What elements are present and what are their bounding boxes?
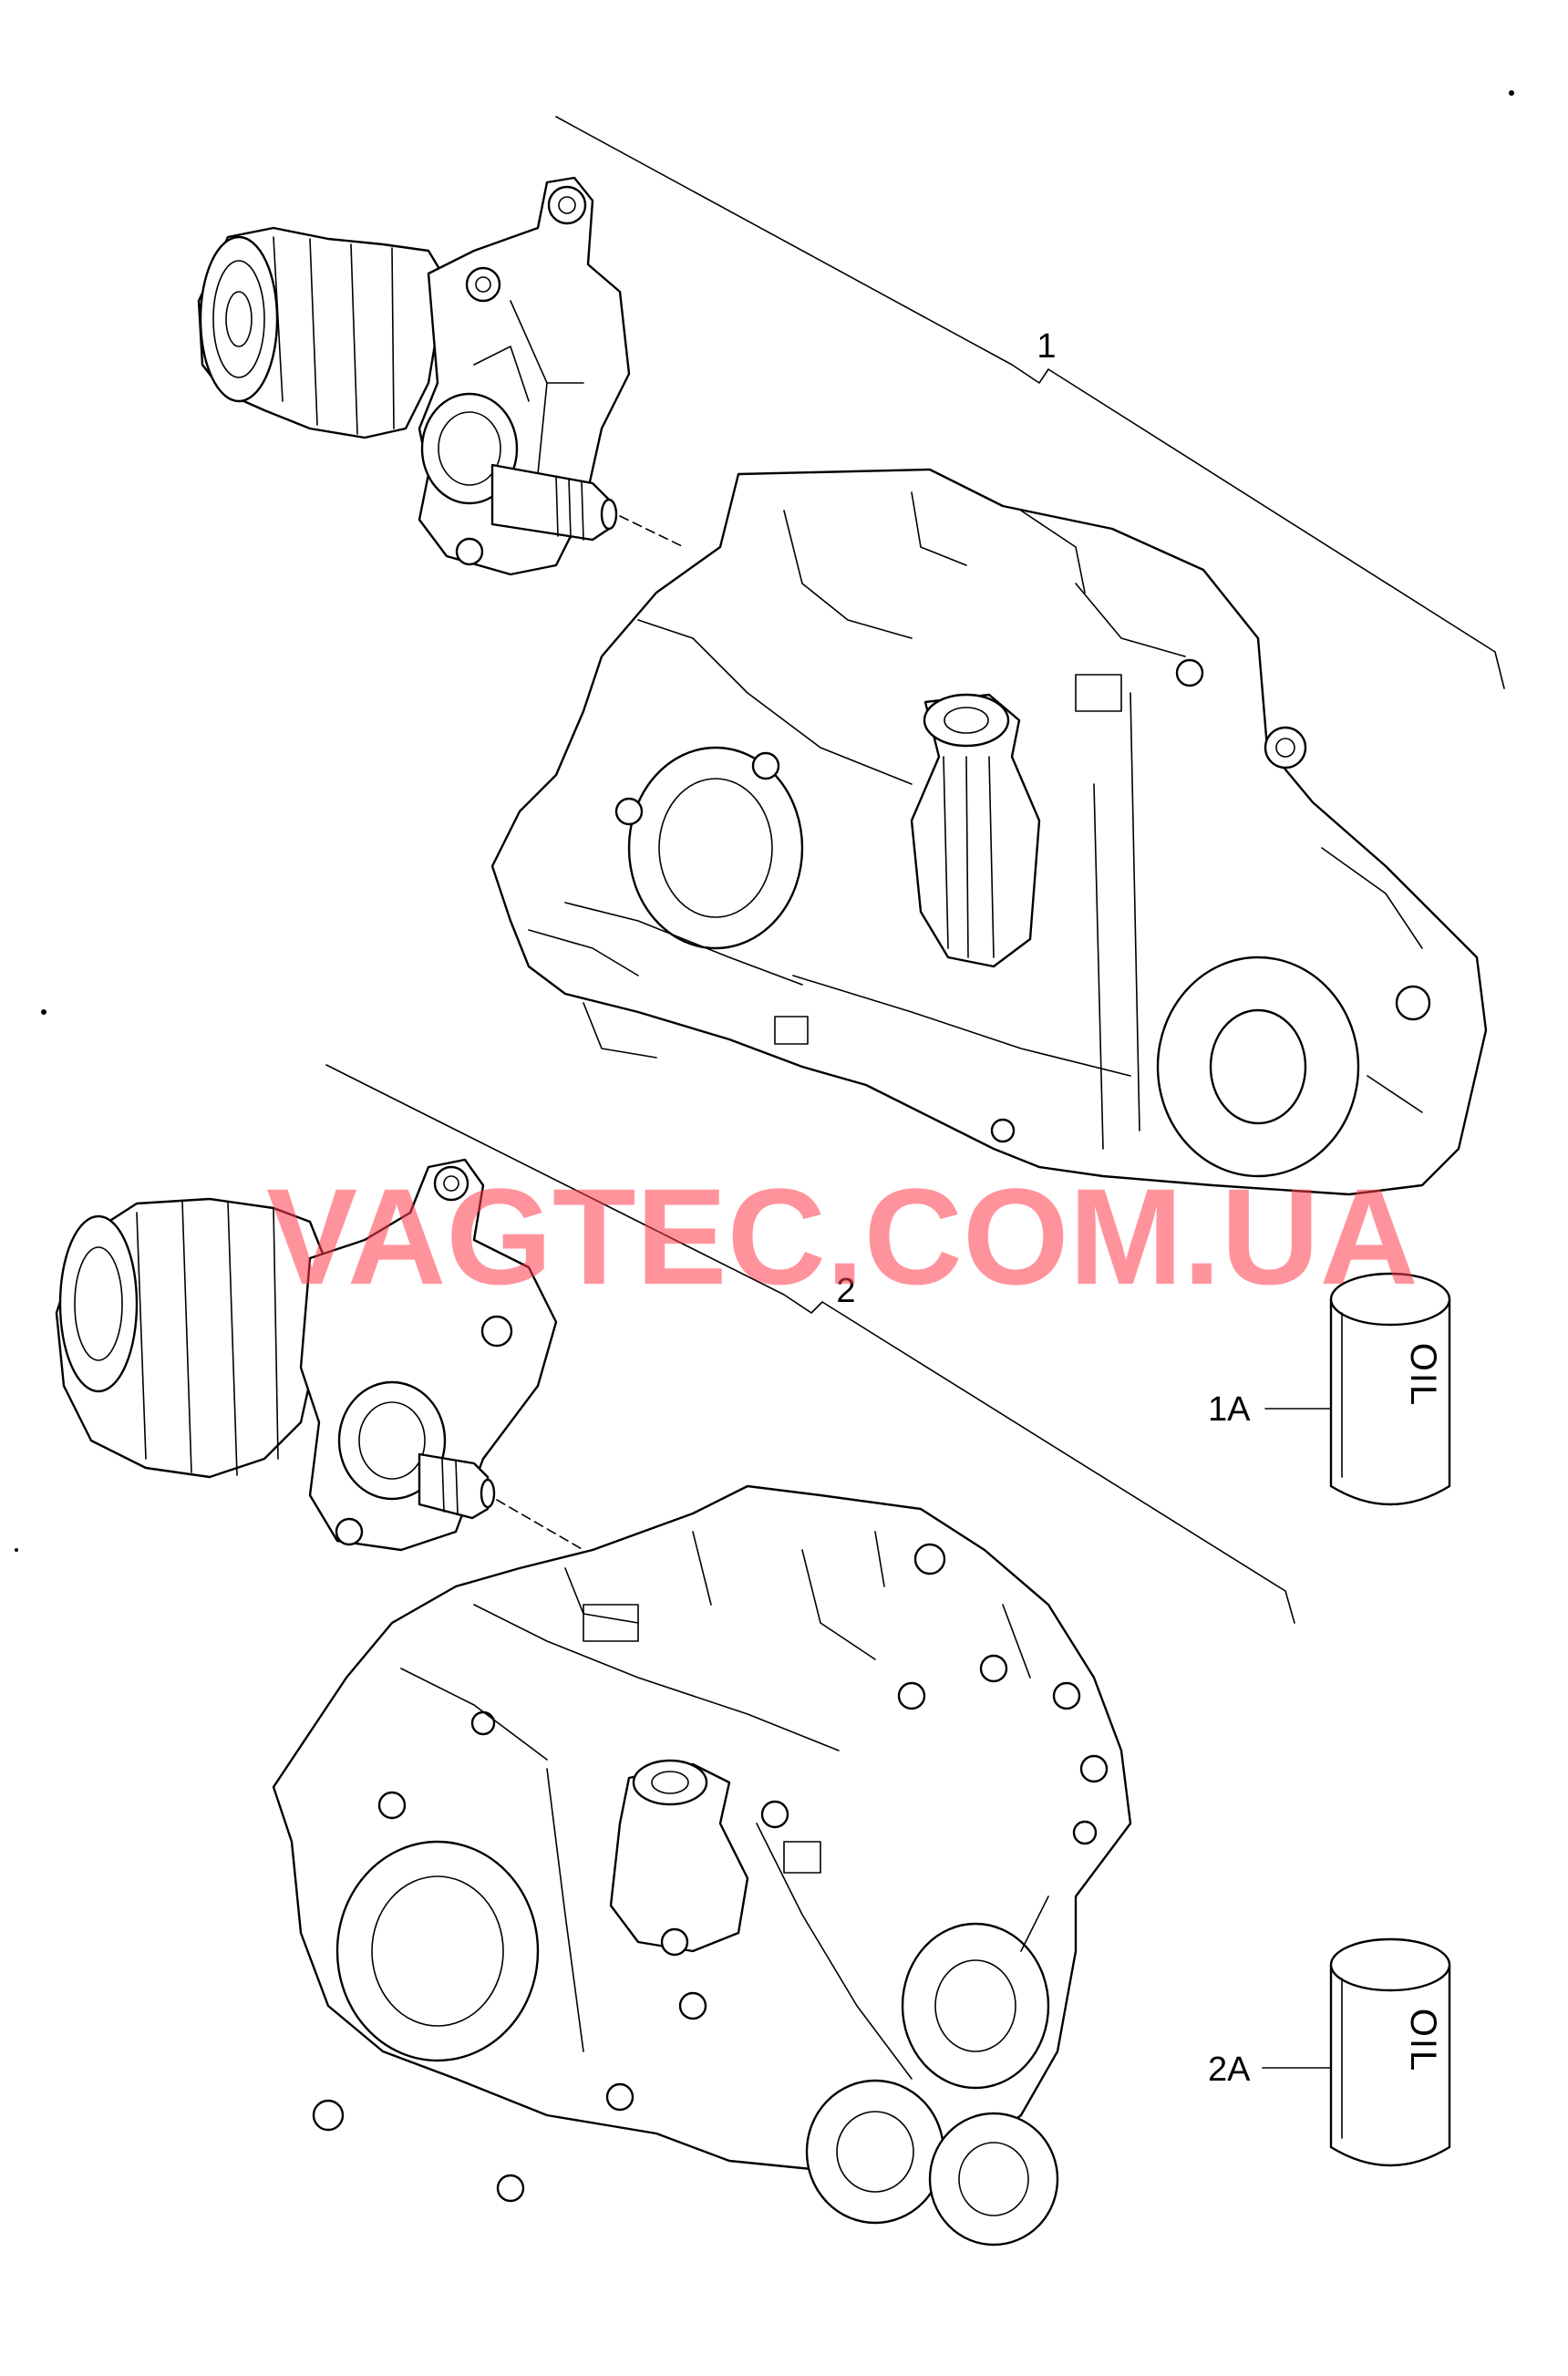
callout-label-2[interactable]: 2: [836, 1272, 855, 1310]
oil-can-label-1: OIL: [1403, 1343, 1443, 1407]
watermark-text: VAGTEC.COM.UA: [266, 1160, 1418, 1313]
scan-speck: [1509, 90, 1514, 96]
differential-assembly-2: [55, 1158, 584, 1552]
callout-bracket-1: [555, 116, 1505, 689]
gearbox-housing-1: [490, 468, 1488, 1196]
callout-label-1[interactable]: 1: [1037, 327, 1056, 366]
oil-can-icon: [1329, 1937, 1451, 2167]
oil-can-icon: [1329, 1272, 1451, 1506]
differential-assembly-1: [197, 176, 685, 576]
oil-can-label-2: OIL: [1403, 2009, 1443, 2072]
callout-label-1a[interactable]: 1A: [1208, 1390, 1251, 1429]
callout-label-2a[interactable]: 2A: [1208, 2051, 1251, 2089]
callout-bracket-2: [325, 1064, 1295, 1624]
oil-container-1a[interactable]: OIL: [1264, 1272, 1451, 1506]
gearbox-1-drawing[interactable]: [197, 116, 1505, 1196]
gearbox-2-drawing[interactable]: [55, 1064, 1295, 2247]
oil-container-2a[interactable]: OIL: [1262, 1937, 1451, 2167]
scan-speck: [41, 1009, 46, 1015]
scan-speck: [15, 1548, 18, 1552]
gearbox-housing-2: [272, 1484, 1132, 2247]
